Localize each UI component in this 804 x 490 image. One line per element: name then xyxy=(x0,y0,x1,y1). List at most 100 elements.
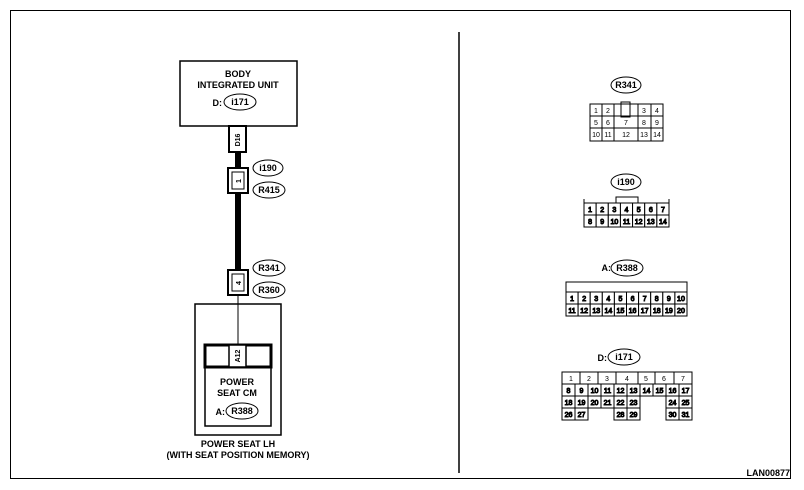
pin-cell: 17 xyxy=(682,388,690,395)
pin-cell: 4 xyxy=(606,296,610,303)
pin-box xyxy=(674,303,688,317)
pin-cell: 20 xyxy=(591,400,599,407)
pin-cell: 25 xyxy=(682,400,690,407)
i190-view-oval xyxy=(610,173,642,191)
pin-cell: 10 xyxy=(610,219,618,226)
pin-cell: 28 xyxy=(617,412,625,419)
pin-cell: 13 xyxy=(647,219,655,226)
pin-cell: 13 xyxy=(592,308,600,315)
pin-cell: 7 xyxy=(681,376,685,383)
seat-cm-title-2: SEAT CM xyxy=(217,388,257,398)
pin-cell: 24 xyxy=(669,400,677,407)
pin-cell: 21 xyxy=(604,400,612,407)
pin-d16-label: D16 xyxy=(235,133,242,146)
pin-cell: 14 xyxy=(643,388,651,395)
pin-cell: 4 xyxy=(625,376,629,383)
pin-cell: 8 xyxy=(567,388,571,395)
power-seat-title-1: POWER SEAT LH xyxy=(201,439,275,449)
r388-view-label: R388 xyxy=(616,263,638,273)
i171-view-oval xyxy=(607,348,641,366)
pin-cell: 3 xyxy=(612,207,616,214)
i171-view-label: i171 xyxy=(615,352,633,362)
connector-r341 xyxy=(589,101,664,142)
i190-label: i190 xyxy=(259,163,277,173)
biu-connector-oval xyxy=(223,93,257,111)
pin-cell: 22 xyxy=(617,400,625,407)
pin-cell: 20 xyxy=(677,308,685,315)
pin-cell: 7 xyxy=(624,120,628,127)
pin-cell: 5 xyxy=(594,120,598,127)
i190-oval xyxy=(252,159,284,177)
pin-cell: 16 xyxy=(629,308,637,315)
pin-cell: 10 xyxy=(592,132,600,139)
r341-view-oval xyxy=(610,76,642,94)
pin-cell: 7 xyxy=(643,296,647,303)
seat-connector-label: R388 xyxy=(231,406,253,416)
pin-cell: 26 xyxy=(565,412,573,419)
pin-cell: 9 xyxy=(655,120,659,127)
pin-4-inner xyxy=(231,273,245,292)
pin-cell: 15 xyxy=(617,308,625,315)
seat-cm-title-1: POWER xyxy=(220,377,255,387)
pin-cell: 7 xyxy=(661,207,665,214)
r341-label: R341 xyxy=(258,263,280,273)
biu-prefix: D: xyxy=(213,98,223,108)
diagram-frame xyxy=(10,10,791,479)
pin-cell: 11 xyxy=(604,132,611,139)
r415-label: R415 xyxy=(258,185,280,195)
pin-cell: 11 xyxy=(604,388,611,395)
pin-cell: 2 xyxy=(606,108,610,115)
pin-a12-block xyxy=(228,344,247,368)
pin-cell: 18 xyxy=(653,308,661,315)
pin-cell: 1 xyxy=(588,207,592,214)
pin-cell: 18 xyxy=(565,400,573,407)
pin-cell: 5 xyxy=(637,207,641,214)
pin-cell: 12 xyxy=(580,308,588,315)
biu-box xyxy=(179,60,298,127)
pin-cell: 13 xyxy=(640,132,648,139)
pin-cell: 31 xyxy=(682,412,690,419)
pin-cell: 1 xyxy=(570,296,574,303)
pin-cell: 15 xyxy=(656,388,664,395)
r360-label: R360 xyxy=(258,285,280,295)
pin-cell: 9 xyxy=(667,296,671,303)
pin-cell: 6 xyxy=(649,207,653,214)
pin-1-inner xyxy=(231,171,245,190)
pin-cell: 13 xyxy=(630,388,638,395)
pin-cell: 2 xyxy=(587,376,591,383)
pin-cell: 4 xyxy=(625,207,629,214)
pin-box xyxy=(626,407,641,421)
pin-4-label: 4 xyxy=(236,281,243,285)
pin-cell: 1 xyxy=(569,376,573,383)
pin-cell: 5 xyxy=(618,296,622,303)
pin-cell: 10 xyxy=(591,388,599,395)
r360-oval xyxy=(252,281,286,299)
pin-cell: 11 xyxy=(568,308,575,315)
pin-cell: 5 xyxy=(644,376,648,383)
pin-cell: 9 xyxy=(600,219,604,226)
diagram-code: LAN00877 xyxy=(746,468,790,478)
r341-view-label: R341 xyxy=(615,80,637,90)
pin-box xyxy=(678,407,693,421)
pin-box xyxy=(574,407,589,421)
pin-cell: 1 xyxy=(594,108,598,115)
pin-cell: 6 xyxy=(662,376,666,383)
pin-cell: 8 xyxy=(588,219,592,226)
pin-cell: 29 xyxy=(630,412,638,419)
pin-cell: 12 xyxy=(622,132,630,139)
biu-title-1: BODY xyxy=(225,69,251,79)
pin-cell: 6 xyxy=(606,120,610,127)
biu-connector-label: i171 xyxy=(231,97,249,107)
pin-cell: 14 xyxy=(604,308,612,315)
pin-cell: 23 xyxy=(630,400,638,407)
pin-cell: 3 xyxy=(605,376,609,383)
power-seat-title-2: (WITH SEAT POSITION MEMORY) xyxy=(167,450,310,460)
pin-cell: 10 xyxy=(677,296,685,303)
pin-cell: 6 xyxy=(631,296,635,303)
pin-cell: 30 xyxy=(669,412,677,419)
r388-prefix: A: xyxy=(602,263,612,273)
biu-title-2: INTEGRATED UNIT xyxy=(197,80,279,90)
r341-oval xyxy=(252,259,286,277)
pin-cell: 12 xyxy=(635,219,643,226)
